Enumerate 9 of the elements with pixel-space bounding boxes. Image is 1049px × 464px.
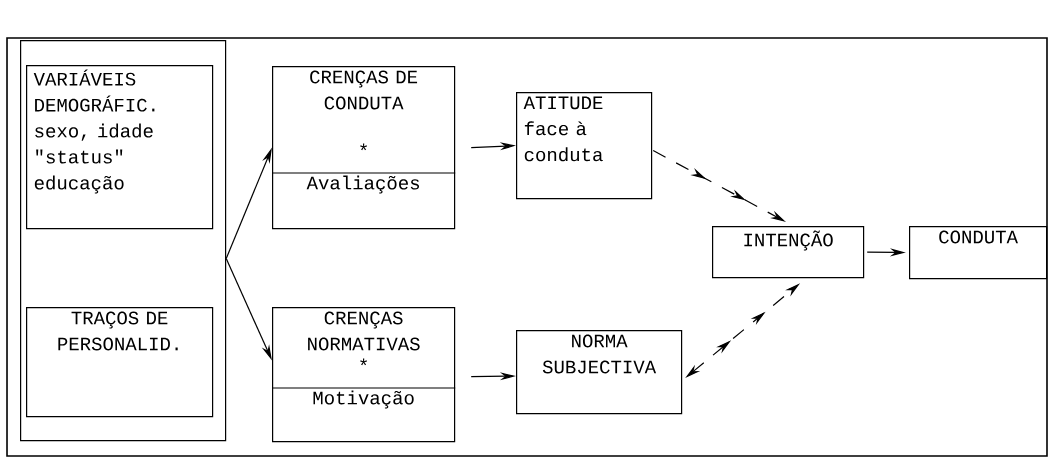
concept-box: TRAÇOS DE PERSONALID. bbox=[26, 307, 214, 418]
concept-box: INTENÇÃO bbox=[712, 226, 865, 279]
group-box bbox=[20, 40, 227, 442]
concept-box: CRENÇAS NORMATIVAS * Motivação bbox=[271, 307, 456, 443]
concept-box: ATITUDE face à conduta bbox=[516, 92, 653, 200]
concept-box: CONDUTA bbox=[909, 226, 1048, 280]
concept-box: VARIÁVEIS DEMOGRÁFIC. sexo, idade "status" educação bbox=[26, 65, 214, 230]
concept-box: NORMA SUBJECTIVA bbox=[516, 330, 683, 415]
concept-box: CRENÇAS DE CONDUTA * Avaliações bbox=[271, 66, 456, 230]
